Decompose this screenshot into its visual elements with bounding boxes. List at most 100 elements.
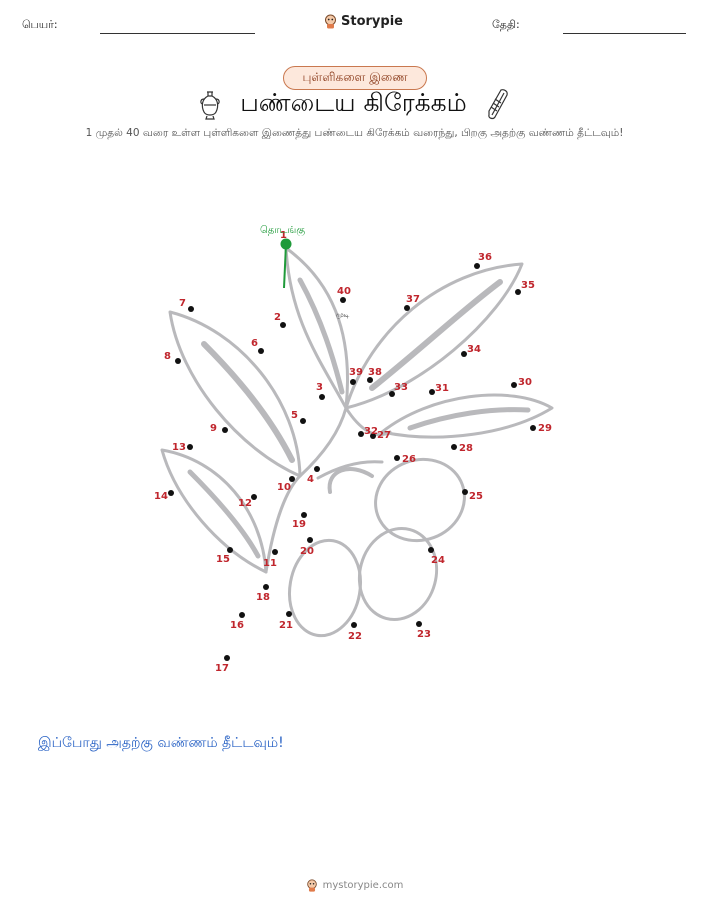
dot[interactable]: [227, 547, 233, 553]
dot[interactable]: [258, 348, 264, 354]
dot[interactable]: [187, 444, 193, 450]
start-label: தொடங்கு: [260, 225, 305, 237]
dot-number: 40: [337, 286, 351, 297]
dot-number: 31: [435, 383, 449, 394]
olive-shadow: [327, 467, 374, 494]
brand-name: Storypie: [341, 14, 403, 29]
dot-number: 22: [348, 631, 362, 642]
dot[interactable]: [515, 289, 521, 295]
leaf-left-large: [168, 310, 302, 478]
footer-url: mystorypie.com: [322, 880, 404, 891]
dot-number: 17: [215, 663, 229, 674]
dot[interactable]: [530, 425, 536, 431]
dot-number: 38: [368, 367, 382, 378]
dot-number: 29: [538, 423, 552, 434]
instructions: 1 முதல் 40 வரை உள்ள புள்ளிகளை இணைத்து பண…: [85, 127, 624, 139]
dot[interactable]: [300, 418, 306, 424]
dot[interactable]: [224, 655, 230, 661]
amphora-icon: [200, 90, 220, 120]
dot[interactable]: [461, 351, 467, 357]
dot-number: 37: [406, 294, 420, 305]
dot-number: 16: [230, 620, 244, 631]
start-dot[interactable]: [280, 238, 292, 250]
leaf-vein: [187, 469, 261, 559]
activity-badge: புள்ளிகளை இணை: [283, 66, 427, 90]
dot-number: 33: [394, 382, 408, 393]
dot[interactable]: [350, 379, 356, 385]
dot[interactable]: [429, 389, 435, 395]
dot-number: 30: [518, 377, 532, 388]
dot[interactable]: [370, 433, 376, 439]
dot[interactable]: [280, 322, 286, 328]
dot[interactable]: [307, 537, 313, 543]
dot[interactable]: [301, 512, 307, 518]
leaf-vein: [407, 407, 531, 431]
dot-number: 18: [256, 592, 270, 603]
leaf-right-lower: [380, 393, 554, 439]
dot[interactable]: [404, 305, 410, 311]
dot[interactable]: [428, 547, 434, 553]
leaf-vein: [369, 279, 503, 391]
dot-number: 20: [300, 546, 314, 557]
storypie-mascot-icon: [325, 14, 336, 29]
start-guide-line: [283, 243, 287, 289]
dot[interactable]: [358, 431, 364, 437]
dot[interactable]: [451, 444, 457, 450]
dot-number: 36: [478, 252, 492, 263]
dot-number: 39: [349, 367, 363, 378]
dot-number: 21: [279, 620, 293, 631]
dot[interactable]: [351, 622, 357, 628]
dot-number: 1: [280, 230, 287, 241]
dot[interactable]: [263, 584, 269, 590]
dot-number: 25: [469, 491, 483, 502]
dot[interactable]: [416, 621, 422, 627]
dot-number: 34: [467, 344, 481, 355]
footer: mystorypie.com: [0, 879, 709, 892]
brand-logo: Storypie: [324, 14, 403, 29]
name-label: பெயர்:: [22, 18, 58, 31]
dot-number: 14: [154, 491, 168, 502]
dot-number: 8: [164, 351, 171, 362]
dot[interactable]: [319, 394, 325, 400]
dot[interactable]: [289, 476, 295, 482]
dot-number: 9: [210, 423, 217, 434]
dot[interactable]: [511, 382, 517, 388]
title-row: பண்டைய கிரேக்கம்: [0, 88, 709, 121]
date-label: தேதி:: [492, 18, 520, 31]
dot-number: 24: [431, 555, 445, 566]
dot[interactable]: [188, 306, 194, 312]
dot[interactable]: [394, 455, 400, 461]
olive-branch-outline: [160, 246, 554, 638]
dot[interactable]: [462, 489, 468, 495]
dot-number: 32: [364, 426, 378, 437]
olive: [288, 538, 362, 638]
dot[interactable]: [272, 549, 278, 555]
dot[interactable]: [251, 494, 257, 500]
dot[interactable]: [340, 297, 346, 303]
dot-number: 19: [292, 519, 306, 530]
dot[interactable]: [314, 466, 320, 472]
dot-number: 4: [307, 474, 314, 485]
dot[interactable]: [239, 612, 245, 618]
dot-number: 27: [377, 430, 391, 441]
dot-number: 10: [277, 482, 291, 493]
dot-number: 12: [238, 498, 252, 509]
dot-number: 5: [291, 410, 298, 421]
dot-number: 6: [251, 338, 258, 349]
dot[interactable]: [367, 377, 373, 383]
leaf-left-small: [160, 448, 268, 574]
dot[interactable]: [168, 490, 174, 496]
dot[interactable]: [286, 611, 292, 617]
dot[interactable]: [175, 358, 181, 364]
end-label: முடி: [336, 311, 350, 319]
dot[interactable]: [474, 263, 480, 269]
dot[interactable]: [389, 391, 395, 397]
dot-number: 7: [179, 298, 186, 309]
dot[interactable]: [222, 427, 228, 433]
date-line[interactable]: [563, 33, 686, 34]
dot-number: 11: [263, 558, 277, 569]
dot-number: 35: [521, 280, 535, 291]
name-line[interactable]: [100, 33, 255, 34]
